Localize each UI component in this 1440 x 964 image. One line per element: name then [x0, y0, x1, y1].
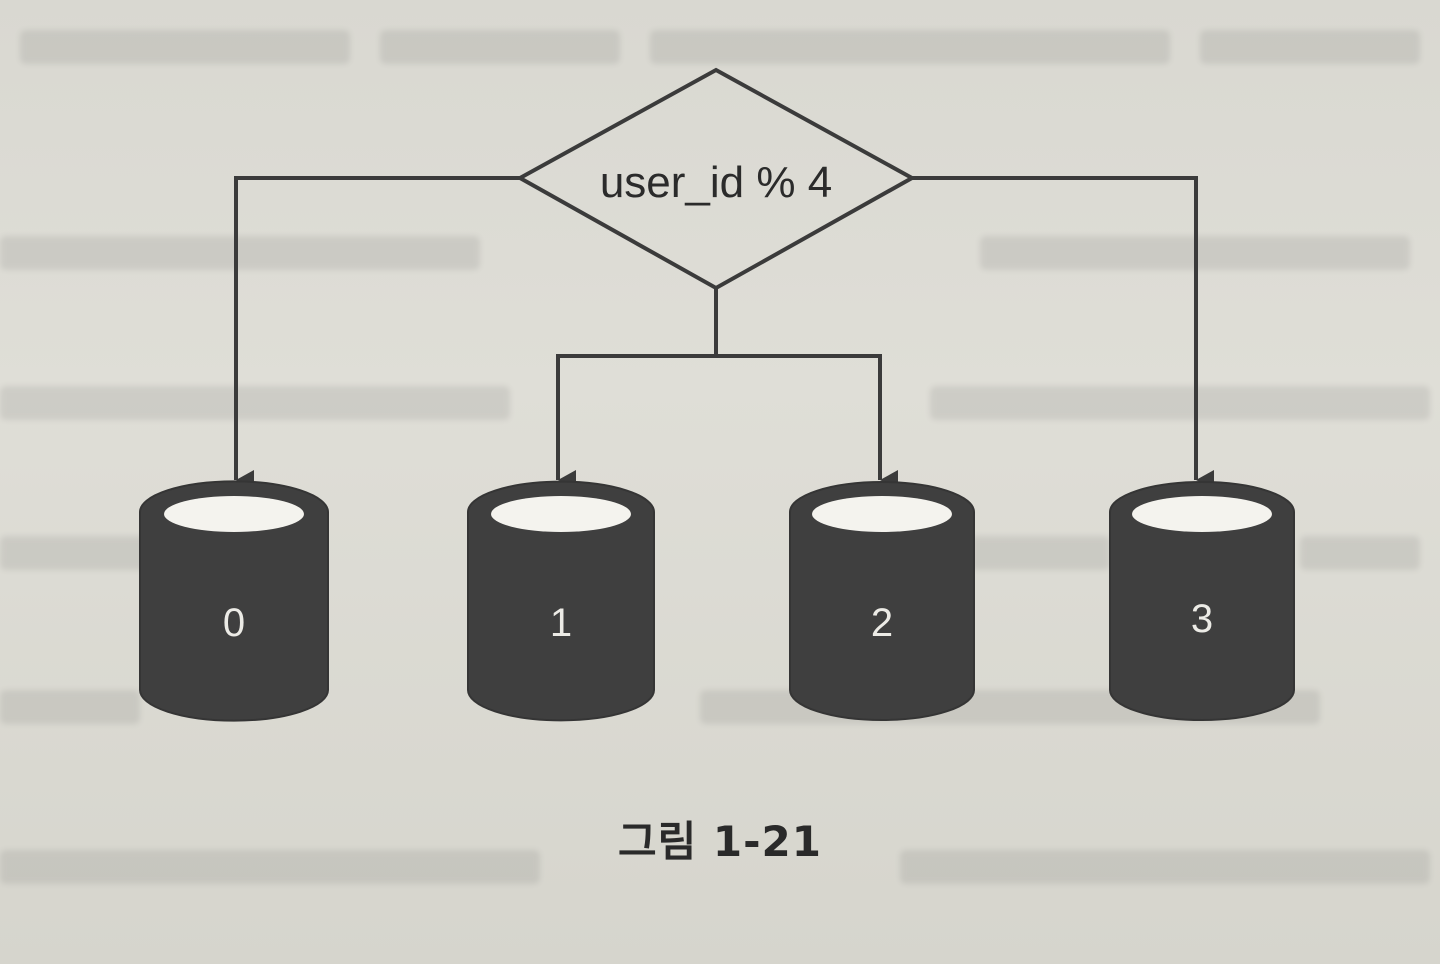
bleed-through-text: [0, 850, 1440, 920]
database-top-icon: [491, 496, 631, 532]
shard-0-label: 0: [223, 601, 245, 645]
figure-caption: 그림 1-21: [617, 817, 822, 866]
database-top-icon: [164, 496, 304, 532]
bleed-through-text: [0, 386, 1440, 456]
database-top-icon: [1132, 496, 1272, 532]
shard-2-label: 2: [871, 601, 893, 645]
connector-to-shard-2: [716, 354, 898, 490]
connector-to-shard-3: [912, 176, 1214, 490]
decision-node: user_id % 4: [515, 67, 917, 291]
database-cylinder-icon: [139, 480, 329, 722]
decision-label: user_id % 4: [600, 158, 832, 207]
connector-to-shard-1: [556, 354, 716, 490]
connector-to-shard-0: [234, 176, 520, 490]
shard-2-database: 2: [789, 481, 975, 721]
database-top-icon: [812, 496, 952, 532]
bleed-through-text: [0, 536, 1440, 606]
bleed-through-text: [0, 30, 1440, 100]
shard-3-label: 3: [1191, 597, 1213, 641]
database-cylinder-icon: [467, 480, 655, 722]
shard-1-label: 1: [550, 601, 572, 645]
shard-0-database: 0: [139, 480, 329, 722]
shard-1-database: 1: [467, 480, 655, 722]
database-cylinder-icon: [1109, 481, 1295, 721]
connectors: [234, 176, 1214, 490]
shard-3-database: 3: [1109, 481, 1295, 721]
database-cylinder-icon: [789, 481, 975, 721]
